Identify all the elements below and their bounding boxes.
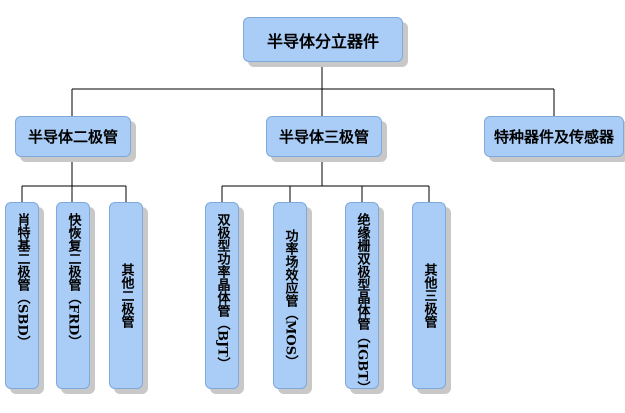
node-label: 快恢复二极管（FRD）	[65, 213, 81, 349]
node-label: 双极型功率晶体管（BJT）	[214, 213, 230, 370]
node-semiconductor-diode: 半导体二极管	[15, 116, 131, 157]
node-label: 绝缘栅双极型晶体管（IGBT）	[354, 213, 370, 394]
node-label: 特种器件及传感器	[493, 128, 614, 146]
node-label: 其他二极管	[118, 263, 134, 328]
node-label: 功率场效应管（MOS）	[282, 229, 298, 369]
node-label: 半导体三极管	[278, 128, 369, 146]
node-bjt: 双极型功率晶体管（BJT）	[205, 202, 239, 389]
node-other-transistor: 其他三极管	[412, 202, 446, 389]
node-igbt: 绝缘栅双极型晶体管（IGBT）	[345, 202, 379, 394]
node-label: 半导体二极管	[27, 128, 118, 146]
node-special-devices-sensors: 特种器件及传感器	[484, 116, 624, 157]
node-semiconductor-transistor: 半导体三极管	[266, 116, 382, 157]
node-frd: 快恢复二极管（FRD）	[56, 202, 90, 389]
node-mos: 功率场效应管（MOS）	[273, 202, 307, 389]
root-node: 半导体分立器件	[243, 17, 403, 62]
node-other-diode: 其他二极管	[109, 202, 143, 389]
node-label: 肖特基二极管（SBD）	[14, 213, 30, 349]
node-label: 其他三极管	[421, 263, 437, 328]
root-label: 半导体分立器件	[266, 31, 379, 51]
node-sbd: 肖特基二极管（SBD）	[5, 202, 39, 389]
